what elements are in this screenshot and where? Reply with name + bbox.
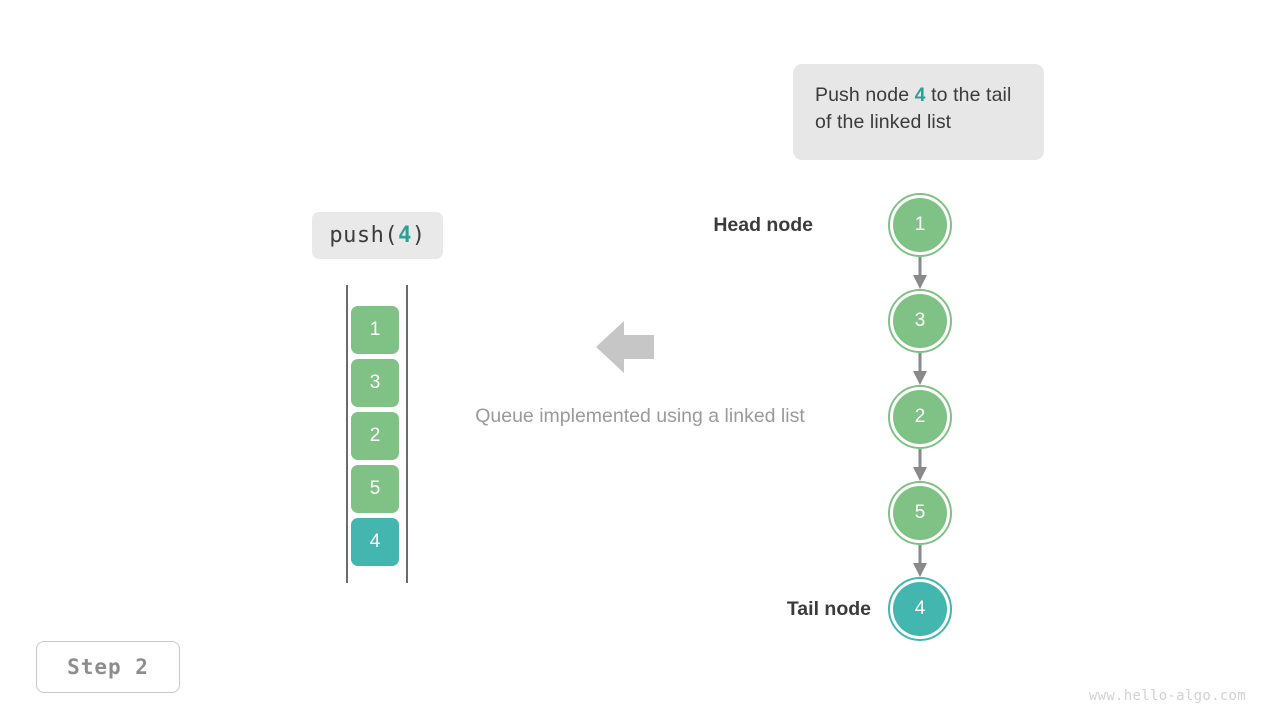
queue-cell: 2 [351, 412, 399, 460]
node-ring [888, 577, 952, 641]
queue-rail-left [346, 285, 348, 583]
linked-list-column: 1 3 2 [888, 193, 952, 641]
node-value: 5 [914, 502, 926, 523]
node-ring [888, 289, 952, 353]
linked-list-node: 5 [888, 481, 952, 545]
queue-cell-value: 2 [369, 425, 381, 446]
node-connector-arrow-icon [888, 353, 952, 385]
node-ring [888, 481, 952, 545]
node-disc: 3 [893, 294, 947, 348]
explanation-callout: Push node 4 to the tail of the linked li… [793, 64, 1044, 160]
diagram-caption: Queue implemented using a linked list [475, 405, 805, 427]
callout-text-after: to the tail of the linked list [815, 84, 1012, 133]
queue-cell-value: 4 [369, 531, 381, 552]
node-disc: 4 [893, 582, 947, 636]
node-connector-arrow-icon [888, 449, 952, 481]
queue-cell-value: 3 [369, 372, 381, 393]
head-node-label: Head node [713, 214, 813, 236]
operation-argument: 4 [398, 223, 412, 248]
node-connector-arrow-icon [888, 257, 952, 289]
queue-cell-value: 1 [369, 319, 381, 340]
queue-cell-new: 4 [351, 518, 399, 566]
queue-cell: 5 [351, 465, 399, 513]
node-value: 4 [914, 598, 926, 619]
node-value: 1 [914, 214, 926, 235]
callout-text-before: Push node [815, 84, 915, 106]
tail-node-label: Tail node [786, 598, 871, 620]
node-connector-arrow-icon [888, 545, 952, 577]
linked-list-node-tail: 4 [888, 577, 952, 641]
node-value: 2 [914, 406, 926, 427]
queue-cell-list: 1 3 2 5 4 [351, 306, 399, 571]
node-disc: 1 [893, 198, 947, 252]
node-disc: 5 [893, 486, 947, 540]
queue-cell: 3 [351, 359, 399, 407]
operation-chip: push(4) [312, 212, 443, 259]
callout-highlight-value: 4 [914, 84, 926, 106]
queue-cell: 1 [351, 306, 399, 354]
linked-list-node-head: 1 [888, 193, 952, 257]
node-value: 3 [914, 310, 926, 331]
queue-cell-value: 5 [369, 478, 381, 499]
callout-text: Push node 4 to the tail of the linked li… [815, 82, 1022, 136]
watermark: www.hello-algo.com [1088, 688, 1246, 704]
arrow-left-icon [596, 320, 654, 374]
node-ring [888, 385, 952, 449]
operation-close-paren: ) [411, 223, 426, 248]
node-disc: 2 [893, 390, 947, 444]
operation-name: push( [329, 223, 399, 248]
node-ring [888, 193, 952, 257]
linked-list-node: 2 [888, 385, 952, 449]
step-badge: Step 2 [36, 641, 180, 693]
queue-rail-right [406, 285, 408, 583]
linked-list-node: 3 [888, 289, 952, 353]
